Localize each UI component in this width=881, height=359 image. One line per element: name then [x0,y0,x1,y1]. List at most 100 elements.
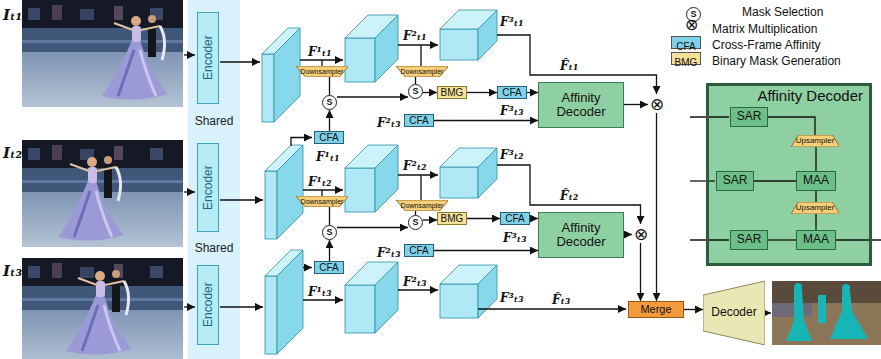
legend-anchor: Mask Selection [742,2,823,20]
video-frame [22,140,183,247]
feature-tensor [375,145,398,212]
node-text: Downsampler [301,198,344,206]
wire [766,312,771,313]
wire [690,116,729,117]
wire [184,54,195,55]
shape-fill [396,200,449,211]
module-box: SAR [730,230,768,250]
label-anchor: F²ₜ₃ [403,272,426,290]
node-text: SAR [737,233,762,246]
connector [423,219,437,220]
label-anchor: F²ₜ₁ [403,26,426,44]
video-frame [22,0,183,107]
video-frame [22,258,183,359]
wire [420,45,421,66]
feature-tensor [440,167,478,198]
feature-tensor [440,29,478,60]
feature-label: F³ₜ₃ [503,231,526,245]
wire [398,289,438,290]
node-text: CFA [409,245,428,256]
node-text: Encoder [201,283,214,328]
shape-fill [296,196,349,207]
mask-selection-circle: S [408,84,423,99]
node-text: SAR [723,174,748,187]
cfa-box: CFA [497,86,527,99]
connector [815,147,816,171]
connector [423,92,437,93]
node-text: S [326,228,332,238]
segmentation-output [794,283,802,291]
segmentation-output [830,291,868,339]
feature-label: F̂ₜ₂ [560,189,578,203]
wire [321,190,322,196]
feature-label: F¹ₜ₂ [308,175,331,189]
matrix-multiplication-symbol: ⊗ [632,226,649,243]
segmentation-output [772,303,812,317]
mask-selection-circle: S [408,215,423,230]
wire [321,60,322,66]
label-anchor: F³ₜ₃ [503,228,526,246]
feature-label: F²ₜ₁ [403,29,426,43]
legend-symbol: BMG [671,56,701,69]
node-text: Downsampler [401,68,444,76]
connector [467,218,500,219]
wire [220,199,263,200]
node-text: CFA [319,132,338,143]
legend-text: Mask Selection [742,5,823,19]
node-text: Downsampler [401,202,444,210]
downsampler-trapezoid: Downsampler [296,66,349,77]
label-anchor: Iₜ₃ [3,262,22,280]
feature-label: F²ₜ₃ [377,116,400,130]
feature-tensor [277,145,303,239]
label-anchor: F̂ₜ₃ [552,290,570,308]
connector [530,218,538,219]
connector [640,243,641,301]
module-box: MAA [796,171,836,191]
frame-label: Iₜ₃ [3,262,22,280]
wire [303,267,312,268]
feature-tensor [375,262,398,333]
node-text: SAR [737,110,762,123]
encoder-box: Encoder [197,265,219,345]
label-anchor: F³ₜ₁ [500,12,523,30]
connector [415,77,416,84]
feature-label: F¹ₜ₃ [308,285,331,299]
wire [291,138,312,147]
cfa-box: CFA [404,114,434,127]
video-frame [22,0,183,107]
connector [815,191,816,202]
matrix-multiplication-symbol: ⊗ [648,96,665,113]
label-anchor: F²ₜ₃ [377,113,400,131]
wire [398,44,438,45]
legend-text: Cross-Frame Affinity [712,38,820,52]
node-text: Affinity Decoder [539,91,623,120]
feature-tensor [265,276,277,354]
label-anchor: F¹ₜ₃ [308,282,331,300]
video-frame [58,156,124,241]
cfa-box: CFA [314,131,344,144]
feature-tensor [345,285,375,333]
connector [329,77,330,95]
node-text: Decoder [711,306,756,319]
feature-label: F³ₜ₁ [500,15,523,29]
feature-tensor [265,171,277,239]
downsampler-trapezoid: Downsampler [396,66,449,77]
node-text: Downsampler [301,68,344,76]
shape-fill [296,66,349,77]
feature-tensor [277,250,303,354]
node-text: ⊗ [650,96,664,113]
label-anchor: F¹ₜ₁ [308,42,331,60]
node-text: Upsampler [796,137,835,146]
wire [398,174,438,175]
feature-tensor [345,38,375,82]
feature-label: F¹ₜ₁ [316,150,339,164]
legend-text: Matrix Multiplication [712,22,817,36]
node-text: Encoder [201,165,214,210]
wire [220,306,263,307]
feature-label: F³ₜ₂ [500,148,523,162]
video-frame [102,15,168,100]
affinity-decoder-panel: Affinity DecoderSARUpsamplerSARMAAUpsamp… [706,83,872,266]
wire [184,191,195,192]
upsampler-trapezoid: Upsampler [791,202,840,214]
segmentation-output [786,289,812,341]
